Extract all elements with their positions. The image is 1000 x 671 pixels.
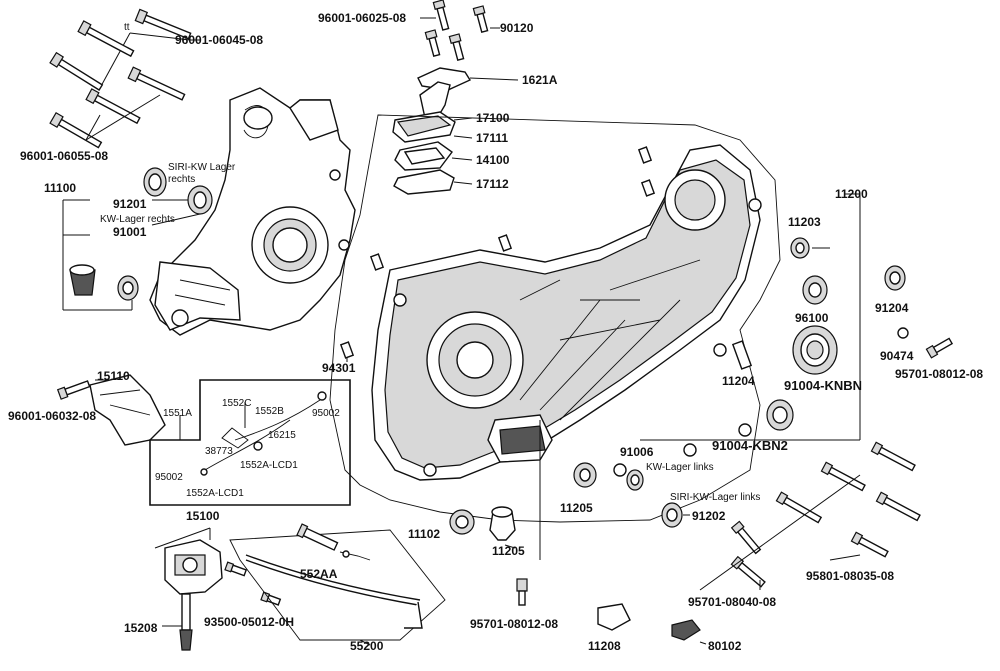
label-95002-b: 95002 xyxy=(155,472,183,483)
label-15100: 15100 xyxy=(186,509,220,523)
small-parts-bottom xyxy=(516,578,707,645)
label-16215: 16215 xyxy=(268,430,296,441)
bolt-group-left-top xyxy=(49,8,200,149)
label-11102: 11102 xyxy=(408,527,440,541)
label-80102: 80102 xyxy=(708,639,742,653)
label-kw-lager-links: KW-Lager links xyxy=(646,462,714,473)
label-siri-kw-lager-rechts-2: rechts xyxy=(168,174,195,185)
label-15110: 15110 xyxy=(97,369,130,383)
crankcase-right-half xyxy=(149,87,356,336)
label-95701-08040-08: 95701-08040-08 xyxy=(688,595,776,609)
label-38773: 38773 xyxy=(205,446,233,457)
label-95002-a: 95002 xyxy=(312,408,340,419)
label-95701-08012-08-right: 95701-08012-08 xyxy=(895,367,983,381)
label-11205-b: 11205 xyxy=(492,544,525,558)
bearing-group-left-side xyxy=(449,193,954,560)
label-11208: 11208 xyxy=(588,639,621,653)
label-17112: 17112 xyxy=(476,177,509,191)
label-552AA: 552AA xyxy=(300,567,338,581)
label-11203: 11203 xyxy=(788,215,821,229)
label-96001-06055-08: 96001-06055-08 xyxy=(20,149,108,163)
crankcase-left-half xyxy=(329,114,781,523)
label-96001-06025-08: 96001-06025-08 xyxy=(318,11,406,25)
label-90474: 90474 xyxy=(880,349,914,363)
label-kw-lager-rechts: KW-Lager rechts xyxy=(100,214,175,225)
oil-hose-box xyxy=(149,379,351,506)
label-siri-kw-lager-rechts-1: SIRI-KW Lager xyxy=(168,162,236,173)
label-93500-05012-0H: 93500-05012-0H xyxy=(204,615,294,629)
label-11200: 11200 xyxy=(835,187,868,201)
label-96001-06045-08: 96001-06045-08 xyxy=(175,33,263,47)
label-11205-a: 11205 xyxy=(560,501,593,515)
label-1552A-LCD1-b: 1552A-LCD1 xyxy=(186,488,244,499)
dowel-pins xyxy=(339,146,656,362)
label-91004-KBN2: 91004-KBN2 xyxy=(712,438,788,453)
label-95701-08012-08-bottom: 95701-08012-08 xyxy=(470,617,558,631)
label-96001-06032-08: 96001-06032-08 xyxy=(8,409,96,423)
label-1551A: 1551A xyxy=(163,408,192,419)
label-91202: 91202 xyxy=(692,509,726,523)
label-96100: 96100 xyxy=(795,311,829,325)
bolt-group-bottom-right xyxy=(699,441,921,591)
label-14100: 14100 xyxy=(476,153,510,167)
label-15208: 15208 xyxy=(124,621,158,635)
label-17111: 17111 xyxy=(476,131,508,145)
hose-group-55200 xyxy=(229,523,446,646)
label-55200: 55200 xyxy=(350,639,384,653)
label-91204: 91204 xyxy=(875,301,909,315)
reed-valve-group xyxy=(392,0,519,195)
label-90120: 90120 xyxy=(500,21,534,35)
bearing-group-right xyxy=(62,167,213,311)
label-17100: 17100 xyxy=(476,111,510,125)
label-91006: 91006 xyxy=(620,445,654,459)
label-94301: 94301 xyxy=(322,361,356,375)
label-11204: 11204 xyxy=(722,374,755,388)
label-91201: 91201 xyxy=(113,197,147,211)
label-91004-KNBN: 91004-KNBN xyxy=(784,378,862,393)
label-91001: 91001 xyxy=(113,225,147,239)
label-1621A: 1621A xyxy=(522,73,558,87)
label-siri-kw-lager-links: SIRI-KW-Lager links xyxy=(670,492,760,503)
label-1552C: 1552C xyxy=(222,398,251,409)
label-95801-08035-08: 95801-08035-08 xyxy=(806,569,894,583)
label-tt: tt xyxy=(124,22,130,33)
label-11100: 11100 xyxy=(44,181,76,195)
label-1552A-LCD1-a: 1552A-LCD1 xyxy=(240,460,298,471)
oil-pump-15100 xyxy=(154,527,282,651)
label-1552B: 1552B xyxy=(255,406,284,417)
